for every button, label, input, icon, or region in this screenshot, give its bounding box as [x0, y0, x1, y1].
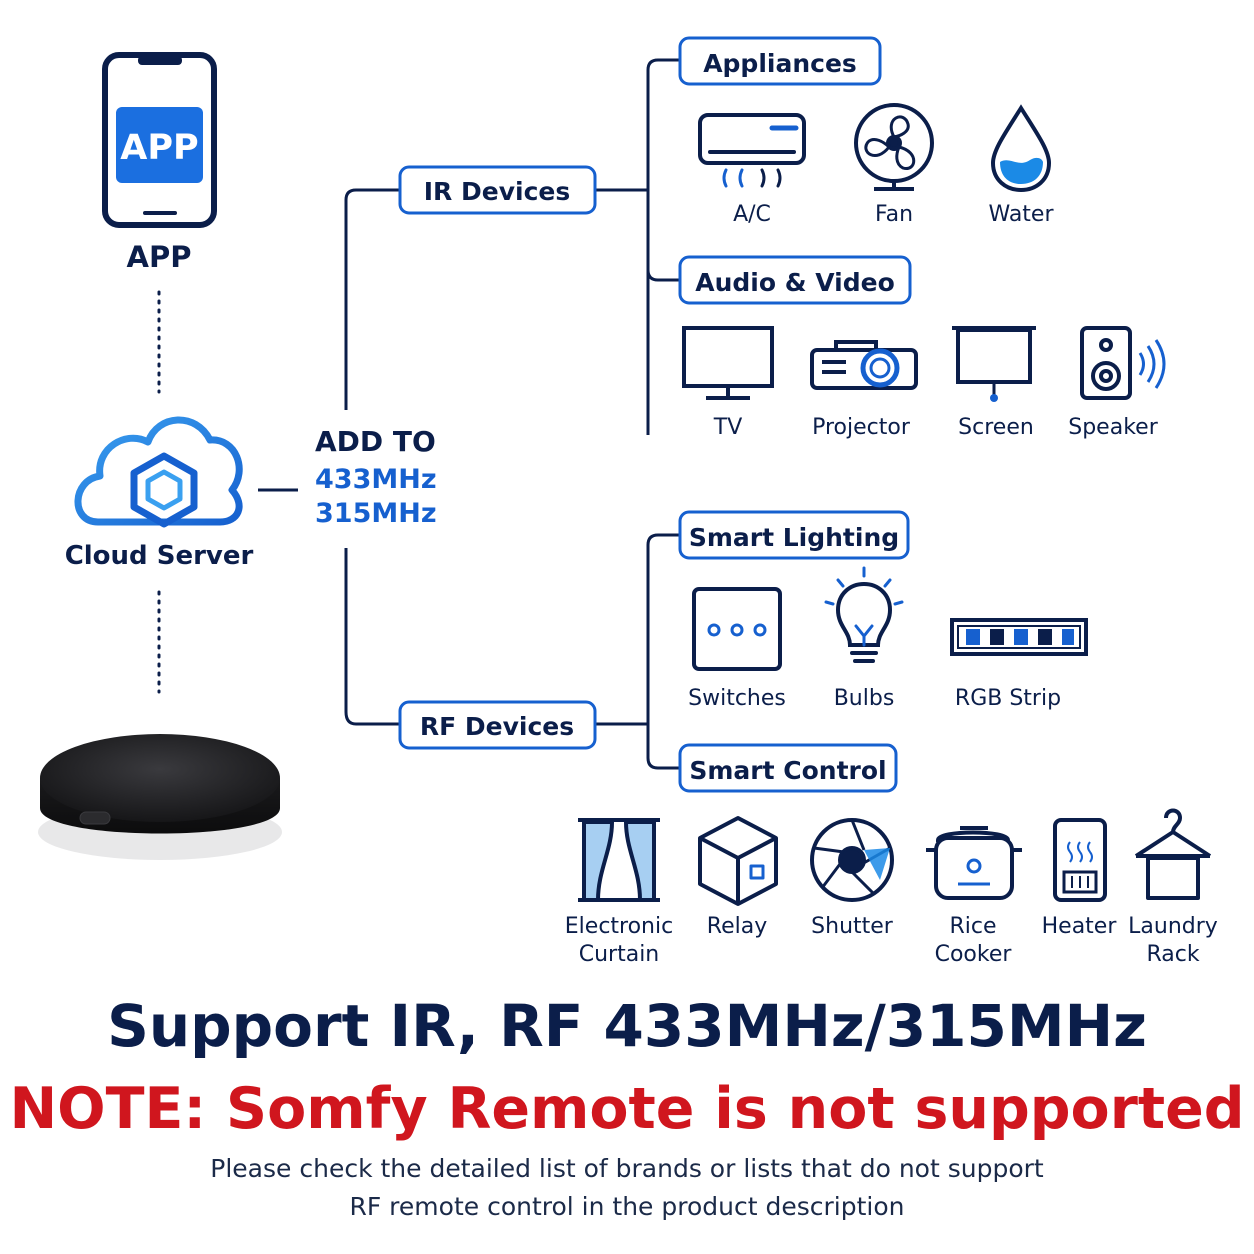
note-somfy-not-supported: NOTE: Somfy Remote is not supported [9, 1076, 1245, 1142]
heater-icon [1053, 818, 1107, 902]
relay-label: Relay [707, 914, 767, 939]
projector-icon [810, 340, 918, 390]
rf-devices-box: RF Devices [398, 700, 597, 750]
smart-lighting-label: Smart Lighting [689, 523, 899, 552]
shutter-label: Shutter [811, 914, 894, 939]
ir-rf-hub-device [38, 734, 282, 860]
heater-label: Heater [1042, 914, 1118, 939]
cloud-server-label: Cloud Server [65, 541, 254, 571]
appliances-label: Appliances [703, 49, 857, 78]
add-to-title: ADD TO [315, 425, 436, 458]
fan-icon [854, 103, 934, 191]
led-strip-icon [950, 618, 1088, 656]
curtain-label-2: Curtain [579, 942, 660, 967]
speaker-label: Speaker [1068, 415, 1158, 440]
smart-lighting-box: Smart Lighting [678, 510, 910, 560]
curtain-icon [578, 818, 660, 902]
fan-label: Fan [875, 202, 913, 227]
tv-label: TV [713, 415, 743, 440]
app-label: APP [127, 240, 192, 274]
wall-switch-icon [692, 587, 782, 671]
laundry-rack-label-1: Laundry [1128, 914, 1218, 939]
note-detail-line-1: Please check the detailed list of brands… [210, 1154, 1044, 1183]
light-bulb-icon [824, 566, 904, 663]
frequency-315-label: 315MHz [315, 498, 437, 529]
screen-label: Screen [958, 415, 1034, 440]
ir-devices-label: IR Devices [424, 177, 570, 206]
smartphone-icon: APP [102, 52, 217, 228]
headline-support: Support IR, RF 433MHz/315MHz [107, 992, 1147, 1060]
speaker-icon [1080, 326, 1166, 400]
shutter-aperture-icon [810, 818, 894, 902]
appliances-box: Appliances [678, 36, 882, 86]
water-label: Water [988, 202, 1054, 227]
audio-video-label: Audio & Video [695, 268, 895, 297]
bulbs-label: Bulbs [834, 686, 895, 711]
ir-devices-box: IR Devices [398, 165, 597, 215]
connector-lines [258, 58, 680, 770]
laundry-rack-icon [1134, 808, 1212, 900]
switches-label: Switches [688, 686, 786, 711]
rf-devices-label: RF Devices [420, 712, 574, 741]
app-screen-label: APP [120, 128, 198, 168]
rice-cooker-label-1: Rice [949, 914, 996, 939]
frequency-433-label: 433MHz [315, 464, 437, 495]
rice-cooker-label-2: Cooker [935, 942, 1013, 967]
cloud-hexagon-icon [74, 416, 243, 528]
relay-box-icon [698, 816, 778, 906]
curtain-label-1: Electronic [565, 914, 673, 939]
projector-label: Projector [812, 415, 911, 440]
air-conditioner-icon [698, 113, 806, 188]
rgb-strip-label: RGB Strip [955, 686, 1061, 711]
smart-control-label: Smart Control [689, 756, 886, 785]
projection-screen-icon [952, 326, 1036, 402]
ac-label: A/C [733, 202, 771, 227]
rice-cooker-icon [926, 826, 1022, 900]
audio-video-box: Audio & Video [678, 255, 912, 305]
smart-control-box: Smart Control [678, 743, 898, 793]
tv-icon [682, 326, 774, 400]
laundry-rack-label-2: Rack [1146, 942, 1199, 967]
water-drop-icon [990, 104, 1052, 193]
note-detail-line-2: RF remote control in the product descrip… [349, 1192, 905, 1221]
